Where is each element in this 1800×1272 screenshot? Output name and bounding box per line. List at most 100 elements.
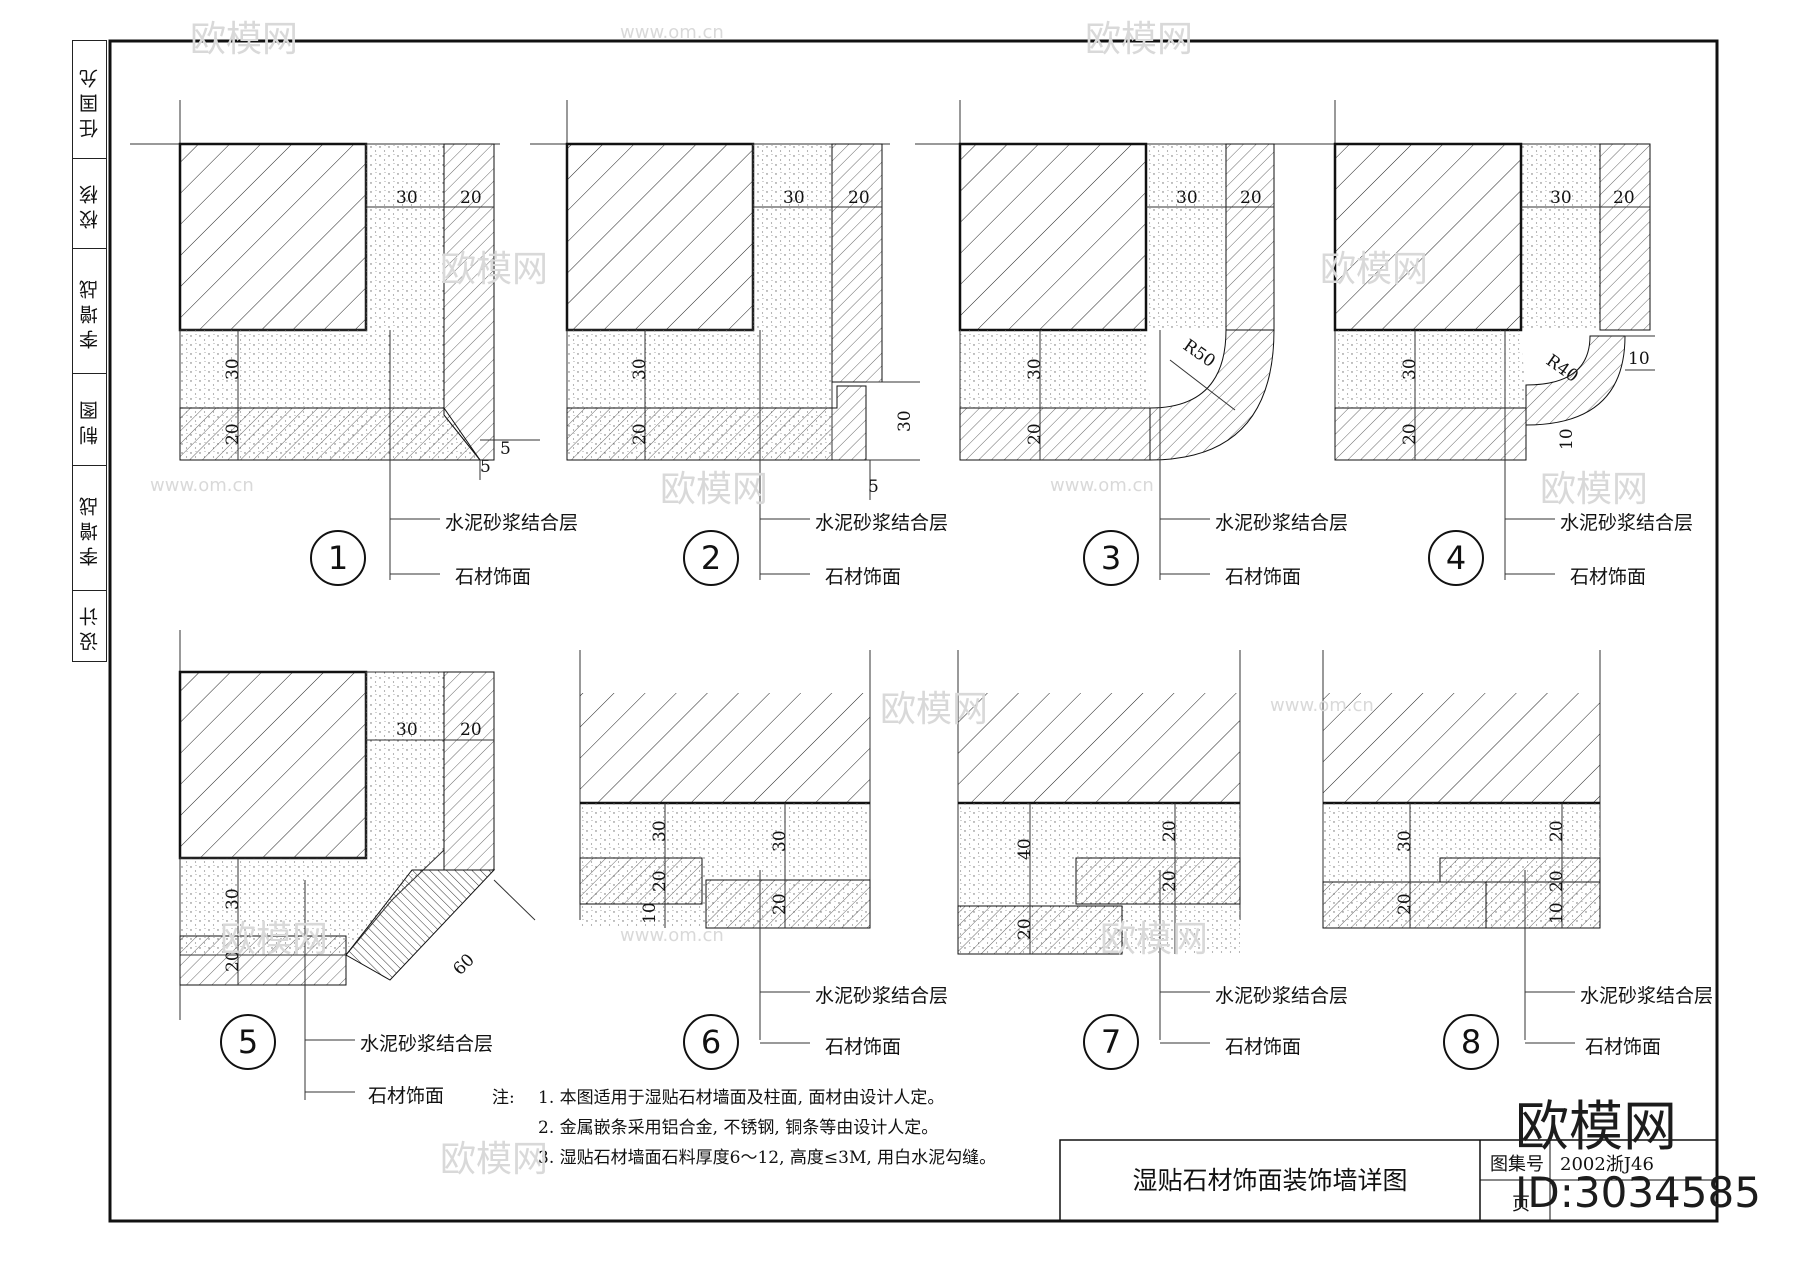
dim-6-10: 10 [640, 902, 660, 924]
leader-lines [305, 518, 1575, 1093]
dim-1-extra-5a: 5 [500, 439, 511, 459]
watermark-brand-10: 欧模网 [440, 1139, 549, 1180]
dim-8-30: 30 [1395, 830, 1415, 852]
watermark-brand-7: 欧模网 [880, 689, 989, 730]
detail-1-number: 1 [310, 530, 366, 586]
dim-2-extra-5: 5 [868, 477, 879, 497]
dim-2-extra-30: 30 [895, 410, 915, 432]
detail-2-drawing [530, 100, 920, 580]
dim-5-top-30: 30 [396, 720, 418, 740]
dim-4-side-20: 20 [1400, 423, 1420, 445]
detail-8-stone-label: 石材饰面 [1585, 1036, 1662, 1058]
dim-4-extra-10b: 10 [1557, 428, 1577, 450]
dim-2-side-30: 30 [630, 358, 650, 380]
detail-2-stone-label: 石材饰面 [825, 566, 902, 588]
dim-1-top-20: 20 [460, 188, 482, 208]
watermark-brand-6: 欧模网 [1540, 469, 1649, 510]
detail-3-drawing [915, 100, 1290, 580]
page-label: 页 [1512, 1194, 1530, 1215]
dim-7-20a: 20 [1015, 918, 1035, 940]
side-label-check: 校核 [79, 179, 101, 229]
dim-6-20b: 20 [770, 893, 790, 915]
dim-8-20c: 20 [1547, 870, 1567, 892]
dim-4-top-30: 30 [1550, 188, 1572, 208]
dim-8-20b: 20 [1547, 820, 1567, 842]
detail-6-number: 6 [683, 1014, 739, 1070]
detail-4-stone-label: 石材饰面 [1570, 566, 1647, 588]
watermark-brand-8: 欧模网 [220, 919, 329, 960]
side-label-draw: 制图 [79, 395, 101, 445]
dim-5-side-30: 30 [223, 888, 243, 910]
detail-2-mortar-label: 水泥砂浆结合层 [815, 512, 949, 534]
dim-4-top-20: 20 [1613, 188, 1635, 208]
watermark-url-3: www.om.cn [1050, 475, 1154, 496]
sheet-border [108, 39, 1719, 1223]
dim-5-side-20: 20 [223, 950, 243, 972]
dim-6-20a: 20 [650, 870, 670, 892]
dim-1-side-30: 30 [223, 358, 243, 380]
dim-5-extra-60: 60 [449, 950, 478, 979]
detail-1-drawing [130, 100, 540, 580]
note-line-1: 1. 本图适用于湿贴石材墙面及柱面, 面材由设计人定。 [538, 1088, 945, 1108]
detail-7-stone-label: 石材饰面 [1225, 1036, 1302, 1058]
watermark-url-1: www.om.cn [620, 22, 724, 43]
dim-3-top-20: 20 [1240, 188, 1262, 208]
detail-8-number: 8 [1443, 1014, 1499, 1070]
dim-8-10: 10 [1547, 902, 1567, 924]
side-label-designer: 李增战 [79, 491, 101, 566]
detail-1-mortar-label: 水泥砂浆结合层 [445, 512, 579, 534]
watermark-url-2: www.om.cn [150, 475, 254, 496]
watermark-brand-5: 欧模网 [660, 469, 769, 510]
side-label-checker: 李增战 [79, 274, 101, 349]
detail-7-drawing [957, 650, 1241, 1040]
watermark-brand-1: 欧模网 [190, 19, 299, 60]
detail-6-mortar-label: 水泥砂浆结合层 [815, 985, 949, 1007]
detail-7-mortar-label: 水泥砂浆结合层 [1215, 985, 1349, 1007]
dim-6-30a: 30 [650, 820, 670, 842]
detail-7-number: 7 [1083, 1014, 1139, 1070]
note-line-3: 3. 湿贴石材墙面石料厚度6～12, 高度≤3M, 用白水泥勾缝。 [538, 1148, 997, 1168]
side-label-reviewer: 任国允 [79, 62, 101, 138]
dim-2-side-20: 20 [630, 423, 650, 445]
detail-3-number: 3 [1083, 530, 1139, 586]
drawing-title: 湿贴石材饰面装饰墙详图 [1132, 1166, 1408, 1195]
dim-4-extra-10a: 10 [1628, 349, 1650, 369]
dim-1-side-20: 20 [223, 423, 243, 445]
watermark-brand-9: 欧模网 [1100, 919, 1209, 960]
watermark-brand-4: 欧模网 [1320, 249, 1429, 290]
detail-5-drawing [178, 630, 536, 1100]
dim-7-20c: 20 [1160, 870, 1180, 892]
note-line-2: 2. 金属嵌条采用铝合金, 不锈钢, 铜条等由设计人定。 [538, 1118, 939, 1138]
detail-4-number: 4 [1428, 530, 1484, 586]
dim-3-r50: R50 [1179, 336, 1219, 372]
detail-2-number: 2 [683, 530, 739, 586]
detail-4-drawing [1290, 100, 1655, 580]
detail-4-mortar-label: 水泥砂浆结合层 [1560, 512, 1694, 534]
dim-3-top-30: 30 [1176, 188, 1198, 208]
side-box-design: 设计 [72, 590, 107, 662]
dim-2-top-30: 30 [783, 188, 805, 208]
dim-7-40: 40 [1015, 838, 1035, 860]
watermark-url-5: www.om.cn [620, 925, 724, 946]
atlas-number: 2002浙J46 [1560, 1154, 1654, 1175]
side-label-design: 设计 [79, 601, 101, 651]
dim-3-side-20: 20 [1025, 423, 1045, 445]
detail-1-stone-label: 石材饰面 [455, 566, 532, 588]
side-box-designer-name: 李增战 [72, 465, 107, 592]
watermark-url-4: www.om.cn [1270, 695, 1374, 716]
notes-heading: 注: [492, 1088, 515, 1108]
side-box-checker-name: 李增战 [72, 248, 107, 375]
dim-5-top-20: 20 [460, 720, 482, 740]
detail-6-drawing [579, 650, 871, 1040]
dim-6-30b: 30 [770, 830, 790, 852]
watermark-brand-2: 欧模网 [1085, 19, 1194, 60]
dim-1-extra-5b: 5 [480, 457, 491, 477]
watermark-id: ID:3034585 [1515, 1168, 1761, 1217]
detail-8-mortar-label: 水泥砂浆结合层 [1580, 985, 1714, 1007]
detail-5-number: 5 [220, 1014, 276, 1070]
detail-3-stone-label: 石材饰面 [1225, 566, 1302, 588]
dim-3-side-30: 30 [1025, 358, 1045, 380]
dim-1-top-30: 30 [396, 188, 418, 208]
detail-5-mortar-label: 水泥砂浆结合层 [360, 1033, 494, 1055]
watermark-brand-3: 欧模网 [440, 249, 549, 290]
